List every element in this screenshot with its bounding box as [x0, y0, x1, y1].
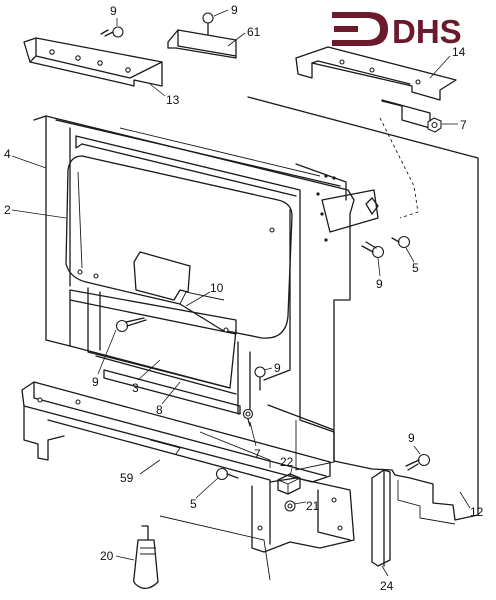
- callout-9: 9: [231, 3, 238, 17]
- logo-arrow-mark: [332, 12, 388, 46]
- part-14-dashed-guide: [379, 117, 419, 219]
- part-8-rail: [103, 369, 241, 415]
- callout-3: 3: [132, 381, 139, 395]
- part-9-screw-right: [361, 241, 385, 259]
- callout-4: 4: [4, 147, 11, 161]
- callout-13: 13: [166, 93, 180, 107]
- right-end-bracket: [269, 477, 355, 549]
- callout-5: 5: [190, 497, 197, 511]
- panel-12-lower-cut: [397, 480, 456, 525]
- callout-9: 9: [408, 431, 415, 445]
- part-20-leg: [133, 525, 159, 590]
- dhs-logo: DHS: [332, 12, 462, 50]
- part-7-nut-top: [427, 117, 442, 133]
- callout-labels: 9 9 61 13 14 7 4 2 9 5 10 9 3 8 9 7 22 9…: [4, 3, 484, 593]
- right-side-frame: [295, 163, 379, 242]
- part-9-screw-top-left: [100, 26, 124, 38]
- callout-21: 21: [306, 499, 320, 513]
- part-13-top-channel: [23, 37, 163, 87]
- callout-2: 2: [4, 203, 11, 217]
- callout-14: 14: [452, 45, 466, 59]
- callout-7: 7: [460, 118, 467, 132]
- part-3-inner-panel: [69, 287, 251, 415]
- part-24-side-strip: [371, 469, 391, 567]
- callout-24: 24: [380, 579, 394, 593]
- part-9-screw-lower: [254, 366, 266, 391]
- callout-59: 59: [120, 471, 134, 485]
- part-12-rear-panel: [247, 96, 479, 521]
- callout-8: 8: [156, 403, 163, 417]
- callout-12: 12: [470, 505, 484, 519]
- callout-9: 9: [274, 361, 281, 375]
- callout-20: 20: [100, 549, 114, 563]
- part-7-nut-lower: [242, 408, 254, 427]
- callout-9: 9: [110, 4, 117, 18]
- leader-lines: [11, 9, 471, 581]
- part-21-washer: [284, 500, 296, 512]
- part-5-screw-bottom: [215, 467, 239, 481]
- callout-7: 7: [254, 447, 261, 461]
- callout-9: 9: [92, 375, 99, 389]
- callout-10: 10: [210, 281, 224, 295]
- part-9-screw-center: [115, 317, 147, 333]
- callout-61: 61: [247, 25, 261, 39]
- callout-9: 9: [376, 277, 383, 291]
- callout-22: 22: [280, 455, 294, 469]
- logo-text: DHS: [392, 13, 462, 50]
- callout-5: 5: [412, 261, 419, 275]
- part-5-screw-right: [391, 235, 411, 249]
- part-14-top-bracket: [295, 46, 457, 129]
- part-9-screw-bottom-right: [405, 453, 431, 471]
- part-22-block: [277, 473, 301, 495]
- main-firebox-body: [33, 115, 355, 471]
- part-61-clip: [167, 12, 237, 59]
- part-59-base-channel: [21, 381, 331, 553]
